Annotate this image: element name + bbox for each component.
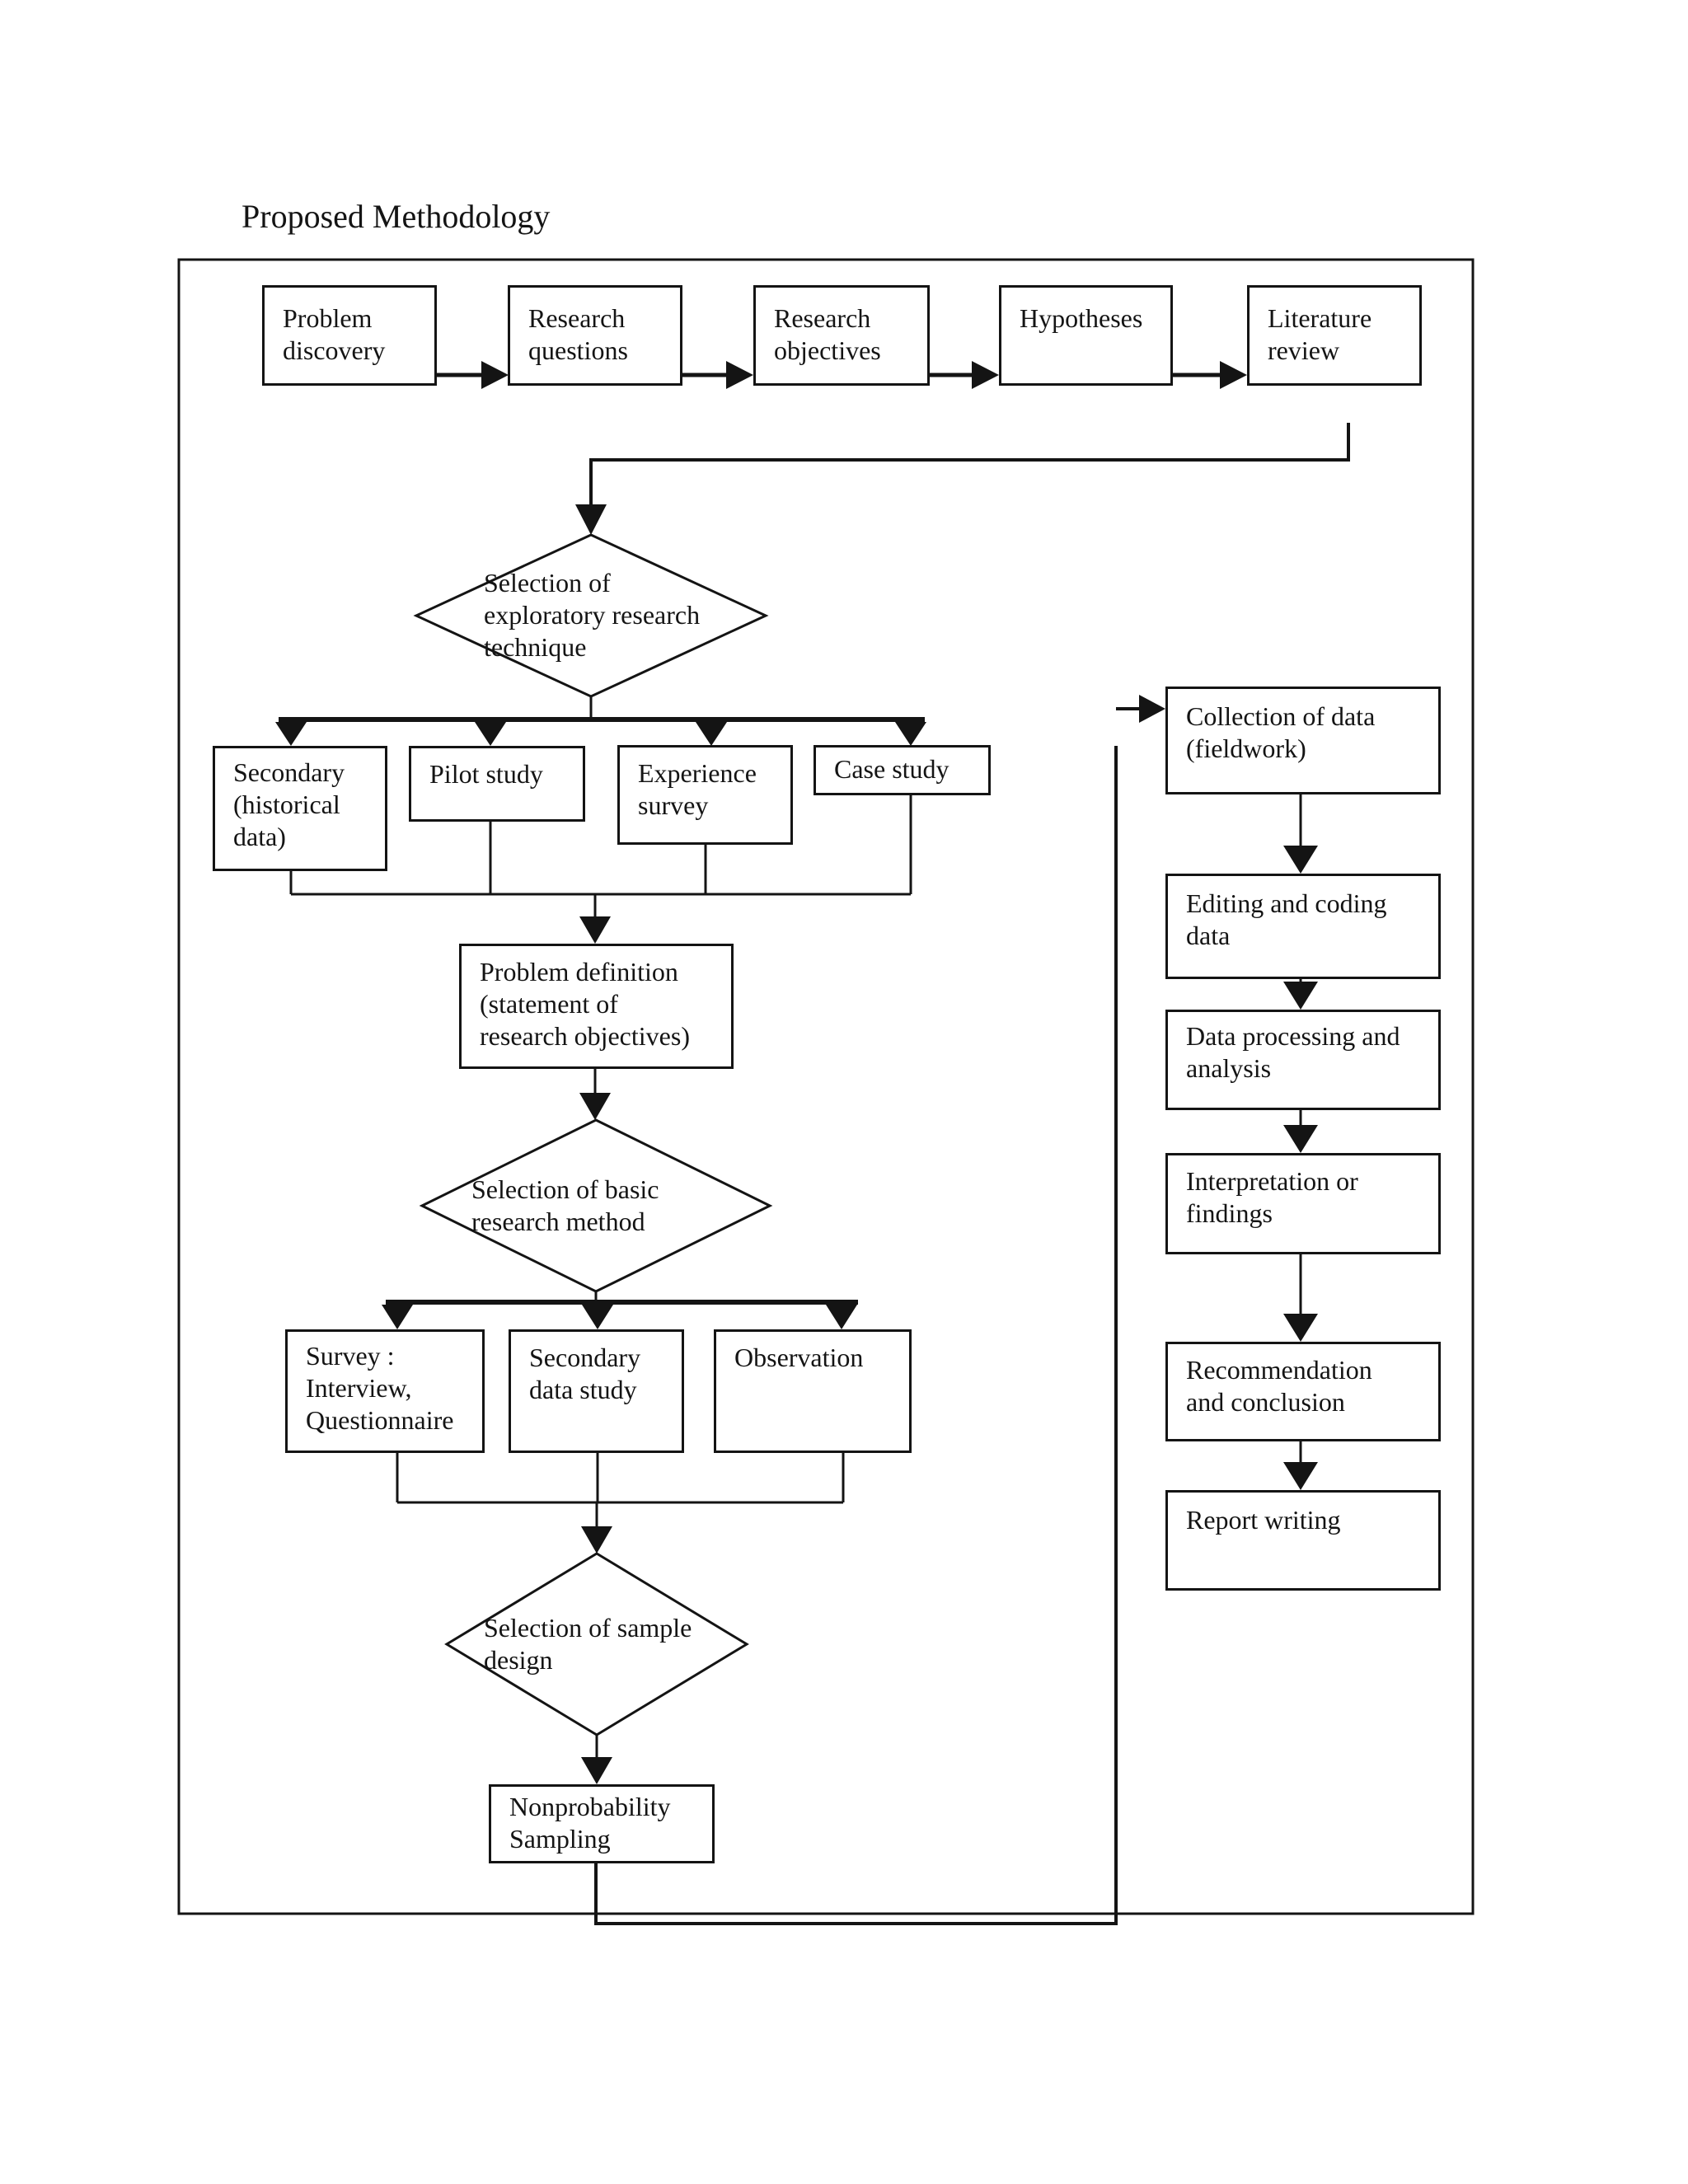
node-pilot-study-label: Pilot study — [429, 759, 543, 789]
node-research-questions-label: Research questions — [528, 303, 628, 365]
node-case-study: Case study — [814, 745, 991, 795]
node-interpretation-findings: Interpretation or findings — [1165, 1153, 1441, 1254]
node-problem-definition: Problem definition (statement of researc… — [459, 944, 734, 1069]
node-secondary-historical: Secondary (historical data) — [213, 746, 387, 871]
node-collection-of-data: Collection of data (fieldwork) — [1165, 687, 1441, 794]
node-research-objectives: Research objectives — [753, 285, 930, 386]
arrowhead-into-diamond2 — [579, 1093, 611, 1120]
node-problem-discovery: Problem discovery — [262, 285, 437, 386]
node-secondary-data-study: Secondary data study — [509, 1329, 684, 1453]
top-row-arrowheads — [481, 361, 1247, 389]
page-title: Proposed Methodology — [241, 198, 551, 235]
right-column-arrowheads — [1283, 846, 1318, 1490]
node-recommendation-conclusion-label: Recommendation and conclusion — [1186, 1355, 1372, 1417]
node-editing-coding-label: Editing and coding data — [1186, 888, 1387, 950]
node-observation-label: Observation — [734, 1343, 864, 1372]
arrowhead-into-sampling — [581, 1757, 612, 1784]
node-survey-interview-label: Survey : Interview, Questionnaire — [306, 1341, 454, 1435]
connector-sampling-to-collection-spine — [594, 746, 1118, 1925]
node-interpretation-findings-label: Interpretation or findings — [1186, 1166, 1358, 1228]
node-experience-survey-label: Experience survey — [638, 758, 757, 820]
node-experience-survey: Experience survey — [617, 745, 793, 845]
node-nonprobability-sampling: Nonprobability Sampling — [489, 1784, 715, 1863]
node-research-objectives-label: Research objectives — [774, 303, 881, 365]
node-literature-review-label: Literature review — [1268, 303, 1372, 365]
node-nonprobability-sampling-label: Nonprobability Sampling — [509, 1792, 671, 1854]
node-hypotheses: Hypotheses — [999, 285, 1173, 386]
row2-collector-lines — [289, 795, 912, 918]
node-pilot-study: Pilot study — [409, 746, 585, 822]
diamond-selection-sample-label: Selection of sample design — [484, 1613, 692, 1675]
node-research-questions: Research questions — [508, 285, 682, 386]
arrowhead-into-collection — [1139, 695, 1165, 723]
node-survey-interview: Survey : Interview, Questionnaire — [285, 1329, 485, 1453]
node-report-writing-label: Report writing — [1186, 1505, 1341, 1535]
diamond-selection-exploratory-label: Selection of exploratory research techni… — [484, 568, 701, 662]
diamond-selection-basic-label: Selection of basic research method — [471, 1174, 659, 1236]
outer-border — [177, 258, 1475, 1915]
row2-arrowheads — [275, 722, 926, 746]
node-editing-coding: Editing and coding data — [1165, 874, 1441, 979]
node-problem-discovery-label: Problem discovery — [283, 303, 386, 365]
arrowhead-into-problem-definition — [579, 916, 611, 944]
node-data-processing: Data processing and analysis — [1165, 1010, 1441, 1110]
connector-litreview-to-diamond1 — [589, 423, 1350, 506]
node-data-processing-label: Data processing and analysis — [1186, 1021, 1400, 1083]
node-secondary-data-study-label: Secondary data study — [529, 1343, 641, 1404]
node-report-writing: Report writing — [1165, 1490, 1441, 1591]
node-observation: Observation — [714, 1329, 912, 1453]
row3-collector-lines — [396, 1453, 845, 1527]
node-recommendation-conclusion: Recommendation and conclusion — [1165, 1342, 1441, 1441]
node-literature-review: Literature review — [1247, 285, 1422, 386]
node-collection-of-data-label: Collection of data (fieldwork) — [1186, 701, 1376, 763]
node-case-study-label: Case study — [834, 754, 950, 784]
node-hypotheses-label: Hypotheses — [1020, 303, 1143, 333]
row3-arrowheads — [382, 1305, 857, 1329]
node-problem-definition-label: Problem definition (statement of researc… — [480, 957, 690, 1051]
node-secondary-historical-label: Secondary (historical data) — [233, 757, 345, 851]
arrowhead-into-diamond1 — [575, 504, 607, 535]
arrowhead-into-diamond3 — [581, 1526, 612, 1554]
